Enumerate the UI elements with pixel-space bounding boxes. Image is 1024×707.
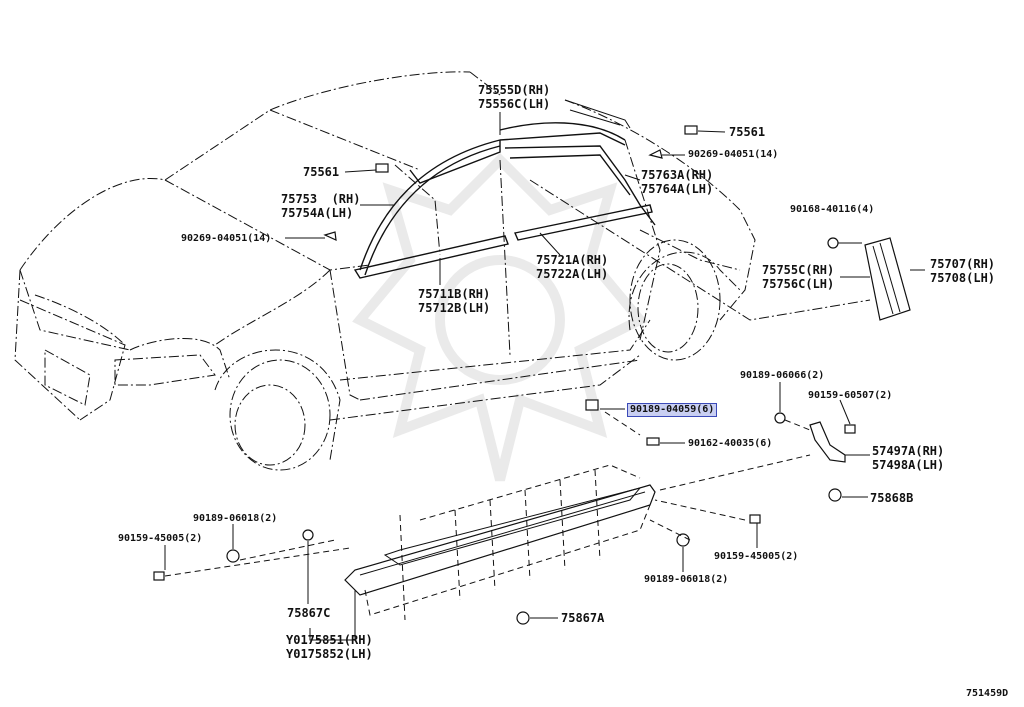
clip-90168-icon (827, 237, 839, 249)
clip-90269-r-icon (648, 149, 663, 159)
bolt-90159-45005-r-icon (749, 514, 761, 524)
label-Y0175851[interactable]: Y0175851(RH) (286, 633, 373, 647)
nut-90189-06018-l-icon (226, 549, 240, 563)
label-75707[interactable]: 75707(RH) (930, 257, 996, 271)
diagram-id: 751459D (966, 688, 1009, 699)
label-90189-06018-left[interactable]: 90189-06018(2) (193, 513, 278, 524)
label-90159-45005-left[interactable]: 90159-45005(2) (118, 533, 203, 544)
label-90189-06018-right[interactable]: 90189-06018(2) (644, 574, 729, 585)
label-Y0175852[interactable]: Y0175852(LH) (286, 647, 373, 661)
label-75555D[interactable]: 75555D(RH) (478, 83, 551, 97)
label-90159-60507[interactable]: 90159-60507(2) (808, 390, 893, 401)
label-75561-left[interactable]: 75561 (303, 165, 340, 179)
label-57497A[interactable]: 57497A(RH) (872, 444, 945, 458)
label-75756C[interactable]: 75756C(LH) (762, 277, 835, 291)
label-75867C[interactable]: 75867C (287, 606, 331, 620)
label-90159-45005-right[interactable]: 90159-45005(2) (714, 551, 799, 562)
label-90269-04051-right[interactable]: 90269-04051(14) (688, 149, 779, 160)
clip-90269-l-icon (323, 231, 337, 241)
clip-75867A-icon (516, 611, 530, 625)
clip-75867C-icon (302, 529, 314, 541)
window-moldings (353, 99, 656, 279)
label-75722A[interactable]: 75722A(LH) (536, 267, 609, 281)
label-90189-06066[interactable]: 90189-06066(2) (740, 370, 825, 381)
label-75867A[interactable]: 75867A (561, 611, 605, 625)
car-body-outline (14, 71, 871, 471)
pillar-garnish (864, 237, 911, 321)
label-75561-right[interactable]: 75561 (729, 125, 766, 139)
label-75711B[interactable]: 75711B(RH) (418, 287, 491, 301)
label-75753[interactable]: 75753 (RH) (281, 192, 361, 206)
clip-75561-l-icon (375, 163, 389, 173)
label-75721A[interactable]: 75721A(RH) (536, 253, 609, 267)
bolt-90159-60507-icon (844, 424, 856, 434)
clip-75868B-icon (828, 488, 842, 502)
nut-90189-06066-icon (774, 412, 786, 424)
nut-90189-06018-r-icon (676, 533, 690, 547)
label-75712B[interactable]: 75712B(LH) (418, 301, 491, 315)
bracket-57497 (809, 421, 846, 463)
label-75556C[interactable]: 75556C(LH) (478, 97, 551, 111)
label-90269-04051-left[interactable]: 90269-04051(14) (181, 233, 272, 244)
label-75708[interactable]: 75708(LH) (930, 271, 996, 285)
label-75763A[interactable]: 75763A(RH) (641, 168, 714, 182)
label-90162-40035[interactable]: 90162-40035(6) (688, 438, 773, 449)
clip-75561-r-icon (684, 125, 698, 135)
label-75755C[interactable]: 75755C(RH) (762, 263, 835, 277)
label-90189-04059-highlighted[interactable]: 90189-04059(6) (627, 403, 718, 417)
label-75754A[interactable]: 75754A(LH) (281, 206, 354, 220)
bolt-90159-45005-l-icon (153, 571, 165, 581)
label-75868B[interactable]: 75868B (870, 491, 914, 505)
label-90168-40116[interactable]: 90168-40116(4) (790, 204, 875, 215)
fasteners (153, 125, 856, 625)
rocker-panel (344, 464, 656, 621)
screw-90162-icon (646, 437, 660, 446)
clip-90189-04059-icon (585, 399, 599, 411)
label-57498A[interactable]: 57498A(LH) (872, 458, 945, 472)
leader-lines (164, 112, 925, 641)
watermark-emblem (352, 152, 648, 482)
label-75764A[interactable]: 75764A(LH) (641, 182, 714, 196)
